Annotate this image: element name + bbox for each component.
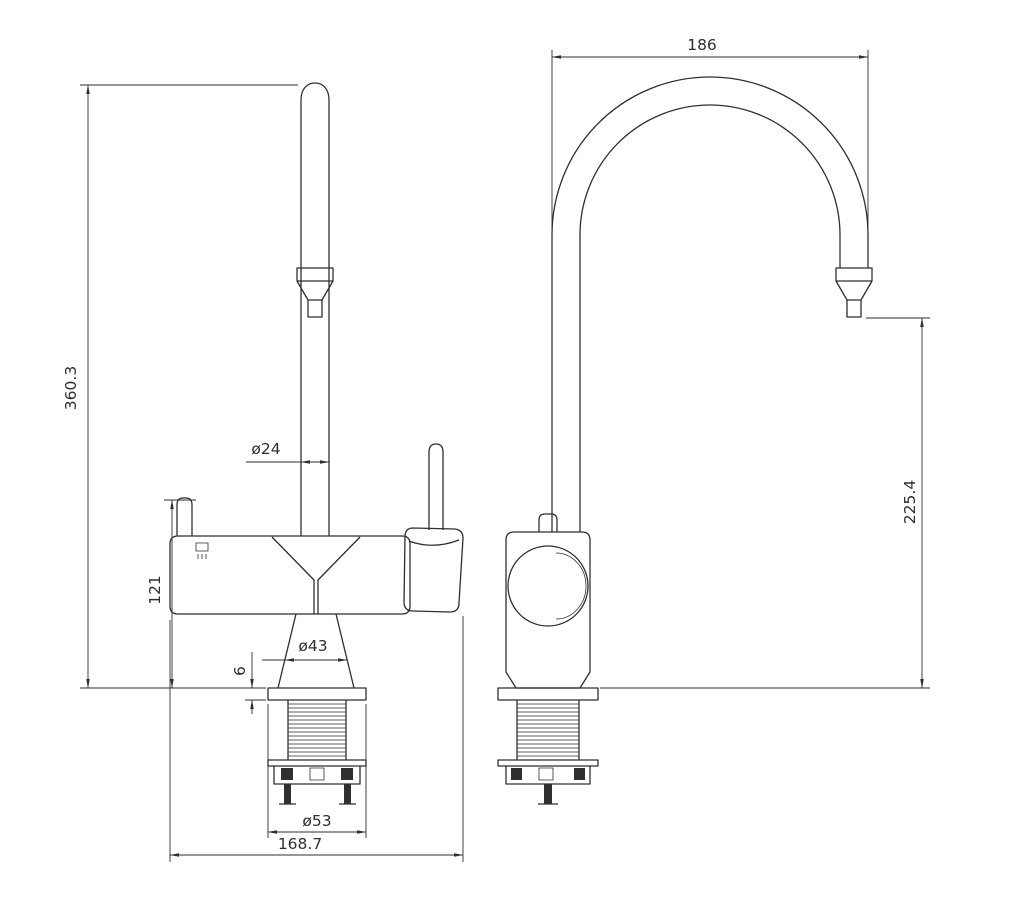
handle-lever [428,443,444,530]
extension-lines [267,704,367,838]
dim-flange-diameter: ø53 [267,704,367,838]
spout-junction [271,536,361,614]
dim-label-flange-thickness: 6 [231,666,249,676]
water-flow-icon [195,542,209,559]
handle-axis-circle [507,545,589,627]
dim-base-diameter: ø43 [262,637,348,662]
extension-lines [245,687,266,701]
dim-label-spout-reach: 186 [687,36,717,54]
mounting-bolts-front [281,768,353,804]
dim-label-overall-height: 360.3 [62,366,80,410]
filter-button [176,497,193,536]
extension-lines [551,50,869,230]
handle-housing [403,527,464,613]
dim-spout-height: 225.4 [600,317,930,689]
body-side [505,531,591,689]
filter-button-side [538,513,558,532]
spout-front [296,82,334,536]
dim-overall-height: 360.3 [62,84,298,689]
extension-lines [169,616,464,862]
dim-label-overall-depth: 168.7 [278,835,322,853]
handle-axis-inner-arc [555,552,587,620]
mounting-nut-front [309,767,325,781]
mounting-nut-side [538,767,554,781]
dim-flange-thickness: 6 [231,652,266,714]
dim-label-body-height: 121 [146,575,164,605]
thread-hatch-side [517,703,579,757]
body-front [169,535,411,615]
dimensions: 360.3 121 ø24 ø43 6 ø53 [62,36,930,862]
extension-lines [80,84,298,689]
dim-body-height: 121 [146,499,196,689]
base-flange-front [267,613,367,785]
dim-label-base-diameter: ø43 [298,637,327,655]
dim-label-flange-diameter: ø53 [302,812,331,830]
mounting-hardware-front [267,613,367,805]
dim-spout-reach: 186 [551,36,869,230]
front-view [169,82,464,805]
spout-side [551,76,873,532]
dim-label-spout-diameter: ø24 [251,440,280,458]
mounting-hardware-side [497,687,599,805]
mounting-bolts-side [511,768,585,804]
extension-lines [600,317,930,689]
dim-label-spout-height: 225.4 [901,480,919,524]
side-view [497,76,873,805]
thread-hatch-front [288,703,346,757]
dim-spout-diameter: ø24 [246,440,330,464]
base-flange-side [497,687,599,785]
dim-overall-depth: 168.7 [169,616,464,862]
